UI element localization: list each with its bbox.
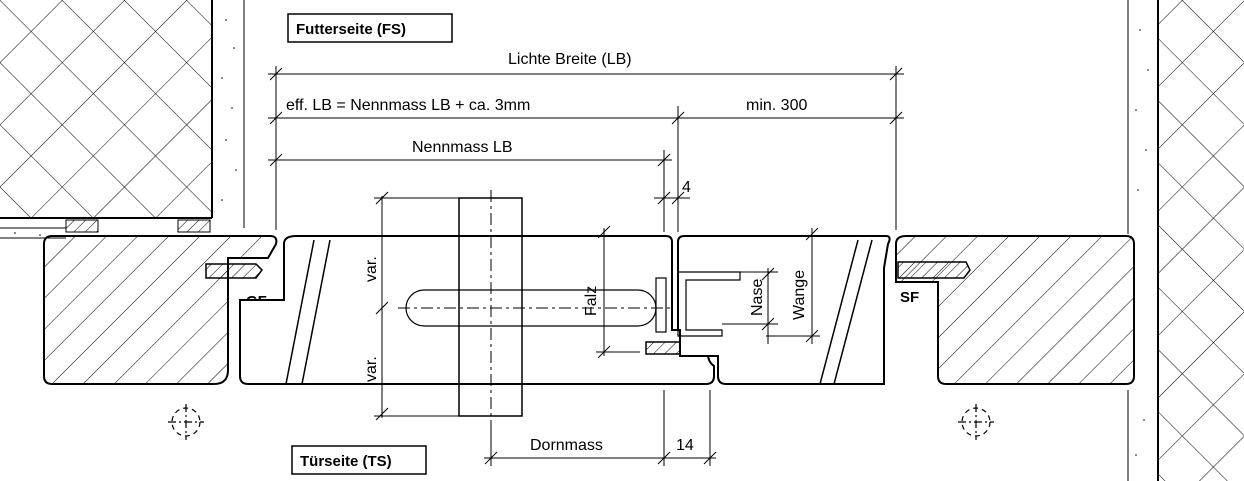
futterseite-label: Futterseite (FS): [296, 21, 406, 38]
side-label-ts: Türseite (TS): [291, 445, 427, 475]
dim-eff-lb: eff. LB = Nennmass LB + ca. 3mm: [286, 97, 530, 114]
dimension-lines: [268, 66, 904, 466]
left-frame: GF: [43, 235, 278, 385]
right-frame: SF: [895, 235, 1135, 385]
tuerseite-label: Türseite (TS): [300, 453, 392, 470]
door-leaf-left: [239, 190, 715, 455]
left-wall: [0, 0, 245, 239]
dim-dornmass: Dornmass: [530, 437, 603, 454]
plaster-dots-right: [1135, 29, 1149, 456]
seal-label-sf: SF: [900, 289, 919, 306]
seal-gf: [205, 263, 263, 279]
door-leaf-right: [677, 235, 891, 385]
seal-sf: [897, 261, 971, 279]
dim-gap-4: 4: [682, 179, 691, 196]
wange-label: Wange: [791, 270, 808, 320]
dim-nennmass-lb: Nennmass LB: [412, 139, 513, 156]
dim-min-300: min. 300: [746, 97, 807, 114]
var-top-label: var.: [363, 256, 380, 282]
dim-14: 14: [676, 437, 694, 454]
falz-label: Falz: [583, 286, 600, 316]
plaster-dots-left: [14, 19, 237, 236]
nase-label: Nase: [749, 279, 766, 316]
dim-lichte-breite: Lichte Breite (LB): [508, 51, 632, 68]
var-bottom-label: var.: [363, 356, 380, 382]
side-label-fs: Futterseite (FS): [287, 13, 453, 43]
right-wall: [1127, 0, 1244, 481]
center-mark-right: [958, 404, 994, 440]
center-mark-left: [168, 404, 204, 440]
